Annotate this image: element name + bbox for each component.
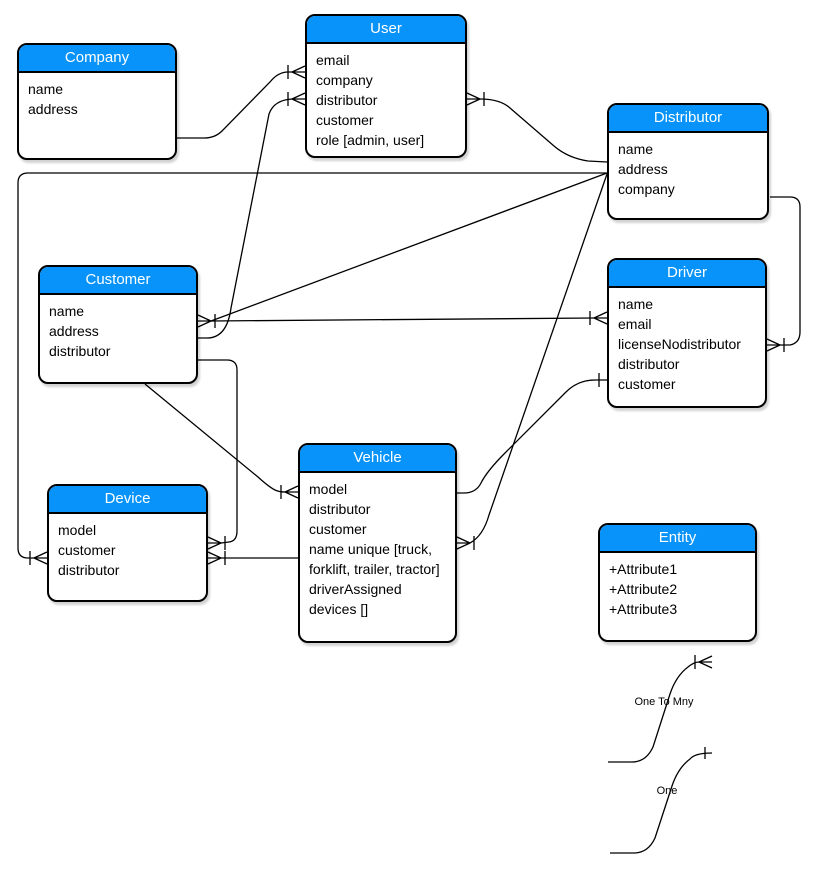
legend-label-one: One: [656, 785, 678, 797]
entity-attributes: name address distributor: [40, 295, 196, 365]
attribute-row: address: [28, 101, 78, 117]
connector-company-user[interactable]: [177, 71, 292, 139]
entity-attributes: name email licenseNodistributor distributor…: [609, 288, 765, 398]
attribute-row: distributor: [49, 343, 111, 359]
attribute-row: distributor: [58, 562, 120, 578]
attribute-row: +Attribute1: [609, 561, 678, 577]
attribute-row: company: [316, 72, 373, 88]
entity-attributes: model customer distributor: [49, 514, 206, 584]
crows-foot-marker-vehicle-distributor: [456, 536, 475, 550]
attribute-row: customer: [309, 521, 367, 537]
attribute-row: customer: [618, 376, 676, 392]
entity-attributes: +Attribute1 +Attribute2 +Attribute3: [600, 553, 755, 623]
entity-title-user: User: [307, 16, 465, 44]
attribute-row: name: [618, 296, 654, 312]
crows-foot-marker-device-vehicle: [207, 551, 226, 565]
attribute-row: distributor: [316, 92, 378, 108]
connector-driver-vehicle[interactable]: [457, 379, 607, 494]
crows-foot-marker-driver-customer: [589, 311, 608, 325]
attribute-row: +Attribute3: [609, 601, 678, 617]
connector-distributor-vehicle[interactable]: [469, 173, 608, 544]
attribute-row: name unique [truck, forklift, trailer, t…: [309, 541, 440, 577]
crows-foot-marker-driver-distributor: [766, 338, 785, 352]
legend-label-one-to-many: One To Mny: [634, 696, 694, 708]
entity-box-company[interactable]: Company name address: [17, 43, 177, 160]
attribute-row: +Attribute2: [609, 581, 678, 597]
attribute-row: email: [316, 52, 350, 68]
entity-attributes: email company distributor customer role [adm…: [307, 44, 465, 154]
attribute-row: model: [58, 522, 97, 538]
connector-distributor-device[interactable]: [17, 172, 607, 559]
legend-one-line: [610, 752, 713, 854]
connector-user-distributor[interactable]: [479, 98, 608, 163]
connector-customer-driver[interactable]: [210, 317, 595, 322]
attribute-row: name: [28, 81, 64, 97]
entity-box-customer[interactable]: Customer name address distributor: [38, 265, 198, 384]
attribute-row: customer: [58, 542, 116, 558]
entity-box-driver[interactable]: Driver name email licenseNodistributor distr…: [607, 258, 767, 408]
entity-attributes: name address company: [609, 133, 767, 203]
crows-foot-marker-device-distributor: [29, 551, 48, 565]
crows-foot-marker-device-customer: [207, 536, 226, 550]
attribute-row: distributor: [309, 501, 371, 517]
attribute-row: licenseNodistributor: [618, 336, 741, 352]
entity-title-device: Device: [49, 486, 206, 514]
entity-box-device[interactable]: Device model customer distributor: [47, 484, 208, 602]
attribute-row: company: [618, 181, 675, 197]
attribute-row: model: [309, 481, 348, 497]
entity-title-vehicle: Vehicle: [300, 445, 455, 473]
attribute-row: devices []: [309, 601, 369, 617]
attribute-row: customer: [316, 112, 374, 128]
crows-foot-marker-user-distributor: [466, 92, 485, 106]
attribute-row: driverAssigned: [309, 581, 402, 597]
entity-title-customer: Customer: [40, 267, 196, 295]
connector-distributor-customer[interactable]: [210, 172, 608, 322]
attribute-row: role [admin, user]: [316, 132, 425, 148]
legend-one-to-many-line: [608, 661, 700, 763]
connector-user-customer[interactable]: [198, 98, 293, 339]
crows-foot-marker-customer-driver: [197, 314, 216, 328]
entity-title-distributor: Distributor: [609, 105, 767, 133]
attribute-row: email: [618, 316, 652, 332]
attribute-row: address: [618, 161, 668, 177]
connector-customer-vehicle[interactable]: [144, 383, 286, 493]
entity-title-entity: Entity: [600, 525, 755, 553]
crows-foot-marker-vehicle-customer: [280, 485, 299, 499]
attribute-row: address: [49, 323, 99, 339]
entity-box-user[interactable]: User email company distributor customer role …: [305, 14, 467, 158]
attribute-row: distributor: [618, 356, 680, 372]
entity-title-driver: Driver: [609, 260, 765, 288]
crows-foot-marker-legend: [694, 655, 713, 669]
connector-distributor-driver[interactable]: [770, 196, 801, 346]
connector-customer-device[interactable]: [198, 359, 238, 544]
entity-attributes: name address: [19, 73, 175, 123]
entity-box-entity[interactable]: Entity +Attribute1 +Attribute2 +Attribute3: [598, 523, 757, 642]
entity-attributes: model distributor customer name unique [tru…: [300, 473, 455, 623]
entity-box-distributor[interactable]: Distributor name address company: [607, 103, 769, 220]
entity-title-company: Company: [19, 45, 175, 73]
attribute-row: name: [49, 303, 85, 319]
entity-box-vehicle[interactable]: Vehicle model distributor customer name uniq…: [298, 443, 457, 643]
crows-foot-marker-user-customer: [287, 92, 306, 106]
attribute-row: name: [618, 141, 654, 157]
crows-foot-marker-user-company: [287, 65, 306, 79]
